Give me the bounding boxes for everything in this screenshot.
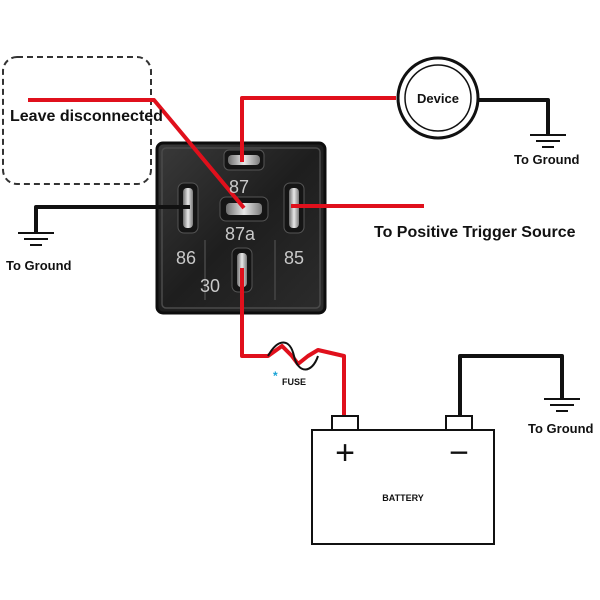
wire-86-to-ground xyxy=(34,205,190,232)
battery-label: BATTERY xyxy=(382,493,424,503)
fuse-marker: * xyxy=(273,369,278,383)
to-ground-battery-label: To Ground xyxy=(528,421,594,436)
battery-plus-sign: + xyxy=(335,434,355,472)
relay-pin-30-label: 30 xyxy=(200,276,221,296)
ground-symbol-right xyxy=(530,134,566,148)
battery-positive-terminal xyxy=(331,415,359,431)
fuse-symbol xyxy=(267,341,319,371)
relay-pin-86-label: 86 xyxy=(176,248,197,268)
device-label: Device xyxy=(417,91,459,106)
battery-symbol xyxy=(311,415,495,545)
to-ground-left-label: To Ground xyxy=(6,258,72,273)
ground-symbol-battery xyxy=(544,398,580,412)
relay-pin-87a-label: 87a xyxy=(225,224,256,244)
device-symbol xyxy=(396,56,480,140)
ground-symbol-left xyxy=(18,232,54,246)
wire-battery-to-ground xyxy=(458,354,564,416)
relay-pin-85-label: 85 xyxy=(284,248,305,268)
battery-minus-sign: − xyxy=(449,434,469,472)
to-ground-right-label: To Ground xyxy=(514,152,580,167)
fuse-label: FUSE xyxy=(282,377,307,387)
leave-disconnected-box xyxy=(2,56,152,185)
positive-trigger-label: To Positive Trigger Source xyxy=(374,224,576,241)
wire-87a-disconnected xyxy=(28,98,246,210)
wire-device-to-ground xyxy=(478,98,550,134)
leave-disconnected-label: Leave disconnected xyxy=(10,108,163,125)
battery-negative-terminal xyxy=(445,415,473,431)
relay-pin-87-label: 87 xyxy=(229,177,250,197)
wire-87-to-device xyxy=(240,96,396,162)
